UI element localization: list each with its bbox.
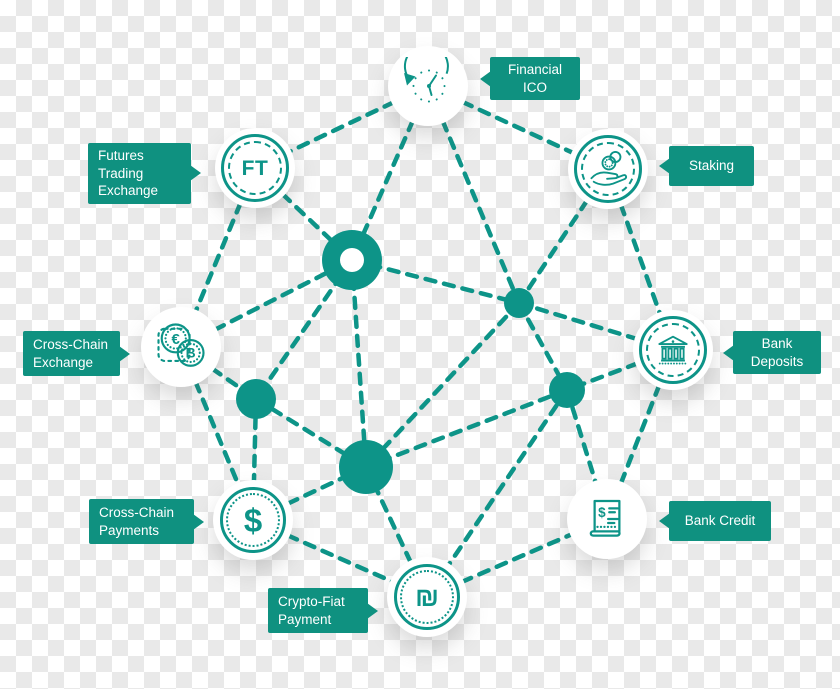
node-staking [568, 129, 648, 209]
edge-line [178, 257, 355, 350]
node-dashed-ring [581, 142, 635, 196]
currency-coins-icon: € B [157, 323, 205, 367]
hub-node [339, 440, 393, 494]
node-cross-chain-payments: $ [213, 480, 293, 560]
label-pointer [659, 158, 670, 174]
label-cross-chain-exchange: Cross-Chain Exchange [23, 331, 130, 376]
label-crypto-fiat-payment: Crypto-Fiat Payment [268, 588, 378, 633]
label-pointer [190, 165, 201, 182]
label-pointer [659, 513, 670, 529]
node-cross-chain-exchange: € B [141, 307, 221, 387]
hub-node [236, 379, 276, 419]
dollar-glyph: $ [243, 501, 263, 539]
label-text: Financial ICO [507, 62, 563, 95]
label-bank-deposits: Bank Deposits [723, 331, 821, 375]
ft-monogram: FT [241, 156, 269, 180]
node-outer-ring [639, 316, 707, 384]
node-dashed-ring [646, 323, 700, 377]
node-financial-ico [388, 46, 468, 126]
edge-line [363, 387, 570, 470]
label-text: Crypto-Fiat Payment [278, 593, 345, 627]
node-bank-credit: $ [567, 479, 647, 559]
label-financial-ico: Financial ICO [480, 57, 580, 101]
receipt-dollar-glyph: $ [598, 505, 606, 520]
label-bank-credit: Bank Credit [659, 501, 771, 541]
label-text: Bank Deposits [750, 336, 804, 369]
node-outer-ring [221, 134, 289, 202]
label-pointer [480, 70, 491, 87]
node-outer-ring [394, 564, 460, 630]
node-outer-ring [574, 135, 642, 203]
label-cross-chain-payments: Cross-Chain Payments [89, 499, 204, 544]
node-outer-ring [220, 487, 286, 553]
bank-building-icon [658, 335, 688, 365]
hub-node [504, 288, 534, 318]
label-staking: Staking [659, 146, 754, 186]
edge-line [424, 387, 570, 600]
edge-line [349, 83, 431, 263]
node-bank-deposits [633, 310, 713, 390]
edge-line [363, 300, 522, 470]
hand-coins-icon [590, 151, 628, 186]
edge-line [425, 83, 611, 172]
label-text: Futures Trading Exchange [98, 148, 159, 199]
edge-line [253, 396, 369, 470]
label-text: Staking [688, 158, 735, 174]
edge-line [349, 257, 369, 470]
node-dashed-ring [228, 141, 282, 195]
label-text: Cross-Chain Payments [99, 504, 175, 538]
bitcoin-glyph: B [186, 345, 196, 361]
label-pointer [119, 345, 130, 362]
euro-glyph: € [171, 331, 180, 348]
hub-node [549, 372, 585, 408]
label-pointer [193, 513, 204, 530]
hub-node-hole [340, 248, 364, 272]
node-crypto-fiat-payment: ₪ [387, 557, 467, 637]
node-dotted-ring [226, 493, 280, 547]
shekel-glyph: ₪ [415, 581, 439, 612]
receipt-icon: $ [589, 499, 621, 537]
node-futures-trading-exchange: FT [215, 128, 295, 208]
label-pointer [367, 602, 378, 619]
label-text: Cross-Chain Exchange [33, 336, 109, 370]
node-dotted-ring [400, 570, 454, 624]
label-futures-trading-exchange: Futures Trading Exchange [88, 143, 201, 204]
clock-history-icon [403, 57, 449, 103]
label-text: Bank Credit [684, 513, 756, 529]
label-pointer [723, 344, 734, 361]
